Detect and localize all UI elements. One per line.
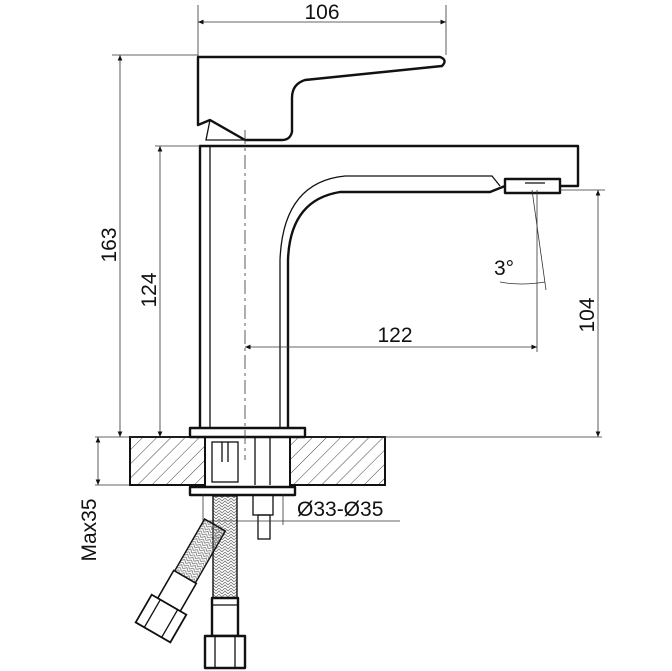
dim-label-hole: Ø33-Ø35 — [297, 498, 383, 521]
dim-label-104: 104 — [576, 297, 599, 332]
dimension-124: 124 — [138, 145, 200, 437]
dimension-angle: 3° — [494, 189, 547, 291]
dim-label-124: 124 — [138, 272, 161, 307]
dim-label-106: 106 — [304, 1, 339, 24]
mounting-hardware: Ø33-Ø35 — [188, 437, 400, 540]
countertop — [95, 436, 602, 486]
dimension-122: 122 — [245, 190, 538, 352]
supply-hoses — [134, 495, 247, 670]
dim-label-angle: 3° — [494, 257, 514, 280]
dim-label-163: 163 — [98, 227, 121, 262]
dimension-max35: Max35 — [78, 437, 101, 562]
dimension-104: 104 — [560, 189, 605, 437]
dim-label-122: 122 — [377, 324, 412, 347]
dimension-163: 163 — [98, 54, 198, 437]
faucet-body — [188, 55, 580, 439]
dim-label-max35: Max35 — [78, 498, 101, 561]
